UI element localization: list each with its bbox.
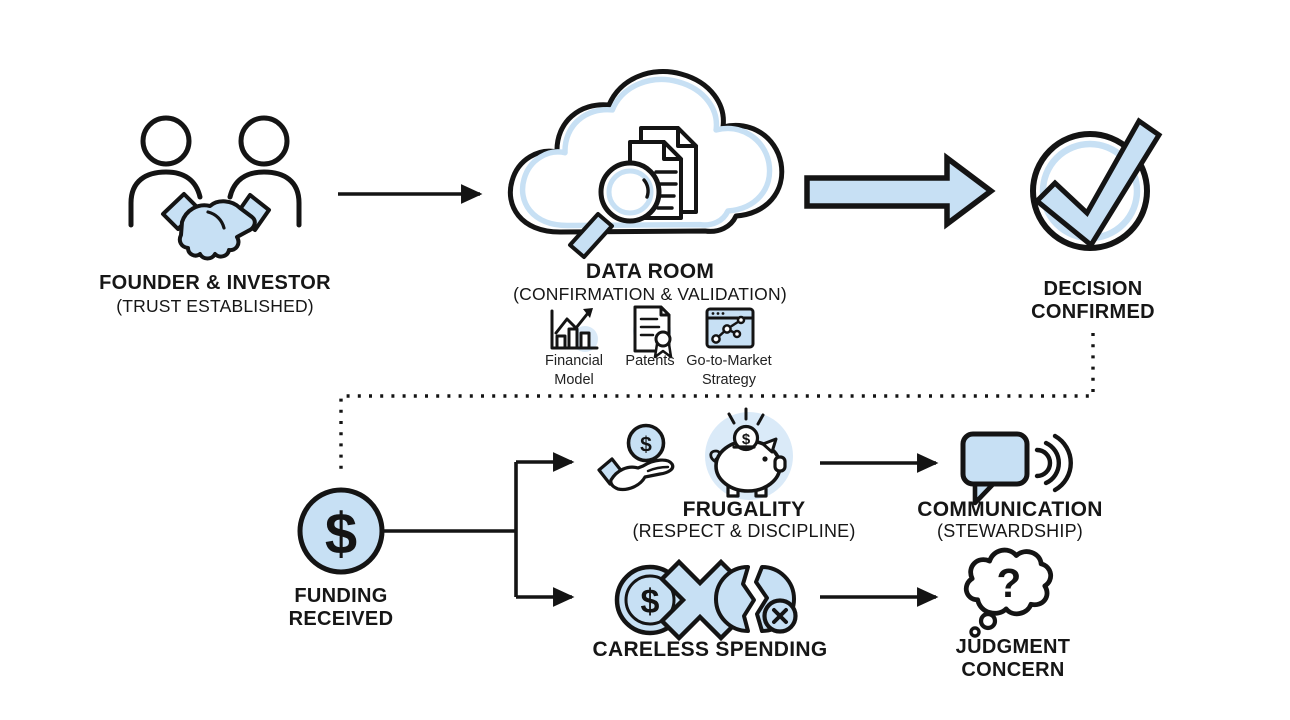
doc-label-patents: Patents xyxy=(625,353,675,369)
judgment-title: JUDGMENT CONCERN xyxy=(955,636,1071,681)
dataroom-title: DATA ROOM xyxy=(585,260,715,283)
doc-label-go-to-market: Go-to-Market Strategy xyxy=(686,353,772,388)
data-room-cloud-icon xyxy=(507,69,785,259)
patents-icon xyxy=(633,305,673,359)
speech-bubble-icon xyxy=(960,431,1073,506)
founder-subtitle: (TRUST ESTABLISHED) xyxy=(116,296,314,316)
piggy-bank-icon: $ xyxy=(705,407,793,500)
go-to-market-icon xyxy=(705,307,755,349)
piggy-coin-dollar-glyph: $ xyxy=(742,431,751,448)
check-circle-icon xyxy=(1030,117,1163,251)
hand-coin-dollar-glyph: $ xyxy=(640,434,652,457)
financial-model-icon xyxy=(550,308,599,352)
frugality-subtitle: (RESPECT & DISCIPLINE) xyxy=(632,521,856,541)
decision-title: DECISION CONFIRMED xyxy=(1031,278,1155,323)
thought-bubble-question-icon: ? xyxy=(963,547,1053,638)
careless-title: CARELESS SPENDING xyxy=(592,638,828,661)
communication-subtitle: (STEWARDSHIP) xyxy=(937,521,1083,541)
doc-label-financial-model: Financial Model xyxy=(544,353,604,388)
arrow-dataroom-to-decision xyxy=(804,152,996,230)
question-glyph: ? xyxy=(997,560,1022,606)
sound-waves-icon xyxy=(1034,433,1073,493)
dataroom-subtitle: (CONFIRMATION & VALIDATION) xyxy=(513,284,787,304)
communication-title: COMMUNICATION xyxy=(917,498,1103,521)
careless-coin-dollar-glyph: $ xyxy=(641,583,660,621)
funding-dollar-circle-icon: $ xyxy=(297,487,385,575)
branch-connectors xyxy=(384,452,575,607)
funding-dollar-glyph: $ xyxy=(325,502,357,567)
broken-coin-icon xyxy=(714,565,798,634)
careless-spending-icon: $ xyxy=(614,558,798,642)
magnifier-icon xyxy=(568,160,662,259)
founder-investor-handshake-icon xyxy=(128,115,302,261)
frugality-title: FRUGALITY xyxy=(682,498,806,521)
founder-title: FOUNDER & INVESTOR xyxy=(99,272,331,294)
funding-title: FUNDING RECEIVED xyxy=(288,585,394,630)
dotted-connector-decision-to-funding xyxy=(339,333,1095,470)
hand-coin-icon: $ xyxy=(597,423,675,492)
